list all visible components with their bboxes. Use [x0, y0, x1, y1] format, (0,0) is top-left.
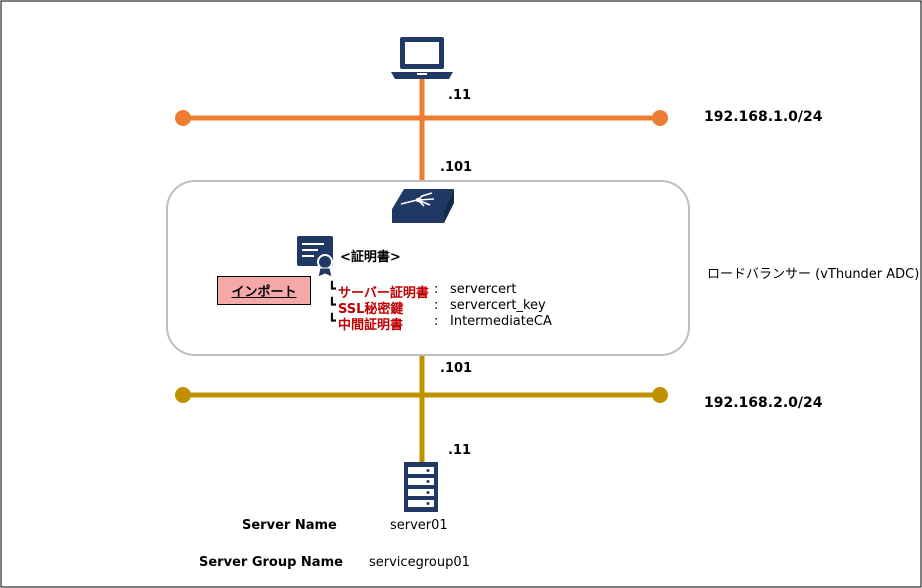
import-button[interactable]: インポート — [217, 276, 311, 305]
load-balancer-box — [166, 180, 690, 356]
cert-item-intermediate: ┗ 中間証明書 : IntermediateCA — [328, 314, 552, 333]
server-ip-label: .11 — [448, 443, 472, 458]
network-top-right-endpoint — [652, 110, 668, 126]
cert-item-server-cert: ┗ サーバー証明書 : servercert — [328, 282, 516, 301]
network-bottom-right-endpoint — [652, 387, 668, 403]
network-top-left-endpoint — [175, 110, 191, 126]
cert-item-separator: : — [434, 298, 439, 313]
tree-branch-marker: ┗ — [328, 314, 336, 329]
cert-item-separator: : — [434, 314, 439, 329]
cert-item-value: servercert_key — [450, 298, 546, 313]
cert-item-ssl-key: ┗ SSL秘密鍵 : servercert_key — [328, 298, 546, 317]
cert-item-value: servercert — [450, 282, 517, 297]
server-name-value: server01 — [390, 518, 448, 533]
lb-bottom-ip-label: .101 — [440, 361, 473, 376]
cert-item-separator: : — [434, 282, 439, 297]
server-group-name-value: servicegroup01 — [369, 555, 470, 570]
load-balancer-label: ロードバランサー (vThunder ADC) — [707, 267, 920, 282]
laptop-icon — [391, 37, 453, 79]
server-group-name-label: Server Group Name — [199, 555, 343, 570]
cert-item-name: サーバー証明書 — [338, 286, 429, 301]
subnet-top-label: 192.168.1.0/24 — [704, 109, 823, 125]
cert-item-name: SSL秘密鍵 — [338, 302, 404, 317]
switch-icon — [392, 189, 454, 223]
certificate-icon — [297, 236, 333, 278]
tree-branch-marker: ┗ — [328, 298, 336, 313]
server-icon — [404, 462, 438, 512]
certificate-heading: <証明書> — [340, 250, 401, 265]
client-ip-label: .11 — [448, 88, 472, 103]
cert-item-value: IntermediateCA — [450, 314, 552, 329]
server-name-label: Server Name — [242, 518, 337, 533]
tree-branch-marker: ┗ — [328, 282, 336, 297]
cert-item-name: 中間証明書 — [338, 318, 404, 333]
subnet-bottom-label: 192.168.2.0/24 — [704, 395, 823, 411]
network-bottom-left-endpoint — [175, 387, 191, 403]
lb-top-ip-label: .101 — [440, 160, 473, 175]
